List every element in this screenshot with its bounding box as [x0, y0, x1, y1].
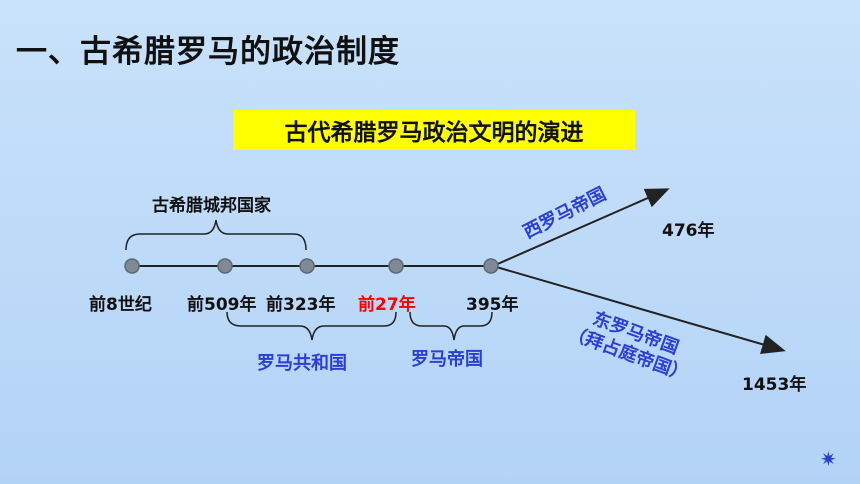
brace-republic — [226, 311, 397, 341]
timeline-label-395: 395年 — [466, 295, 519, 315]
timeline-node — [217, 258, 233, 274]
brace-republic-label: 罗马共和国 — [257, 353, 347, 374]
brace-empire-label: 罗马帝国 — [411, 349, 483, 370]
page-title: 一、古希腊罗马的政治制度 — [16, 34, 400, 70]
timeline-label-509: 前509年 — [187, 295, 257, 315]
brace-greek-label: 古希腊城邦国家 — [152, 196, 271, 216]
east-branch-arrow — [492, 265, 786, 355]
timeline-node — [388, 258, 404, 274]
timeline-label-27: 前27年 — [358, 295, 416, 315]
star-burst-icon: ✷ — [820, 447, 837, 471]
timeline-node — [483, 258, 499, 274]
timeline-node — [124, 258, 140, 274]
brace-greek — [125, 219, 307, 251]
timeline-node — [299, 258, 315, 274]
west-branch-end-year: 476年 — [662, 221, 715, 241]
timeline-label-323: 前323年 — [266, 295, 336, 315]
subtitle-banner: 古代希腊罗马政治文明的演进 — [233, 110, 635, 150]
west-branch-arrow — [492, 188, 670, 267]
timeline-label-8th-century: 前8世纪 — [89, 295, 152, 315]
brace-empire — [409, 311, 493, 341]
east-branch-end-year: 1453年 — [742, 375, 807, 395]
